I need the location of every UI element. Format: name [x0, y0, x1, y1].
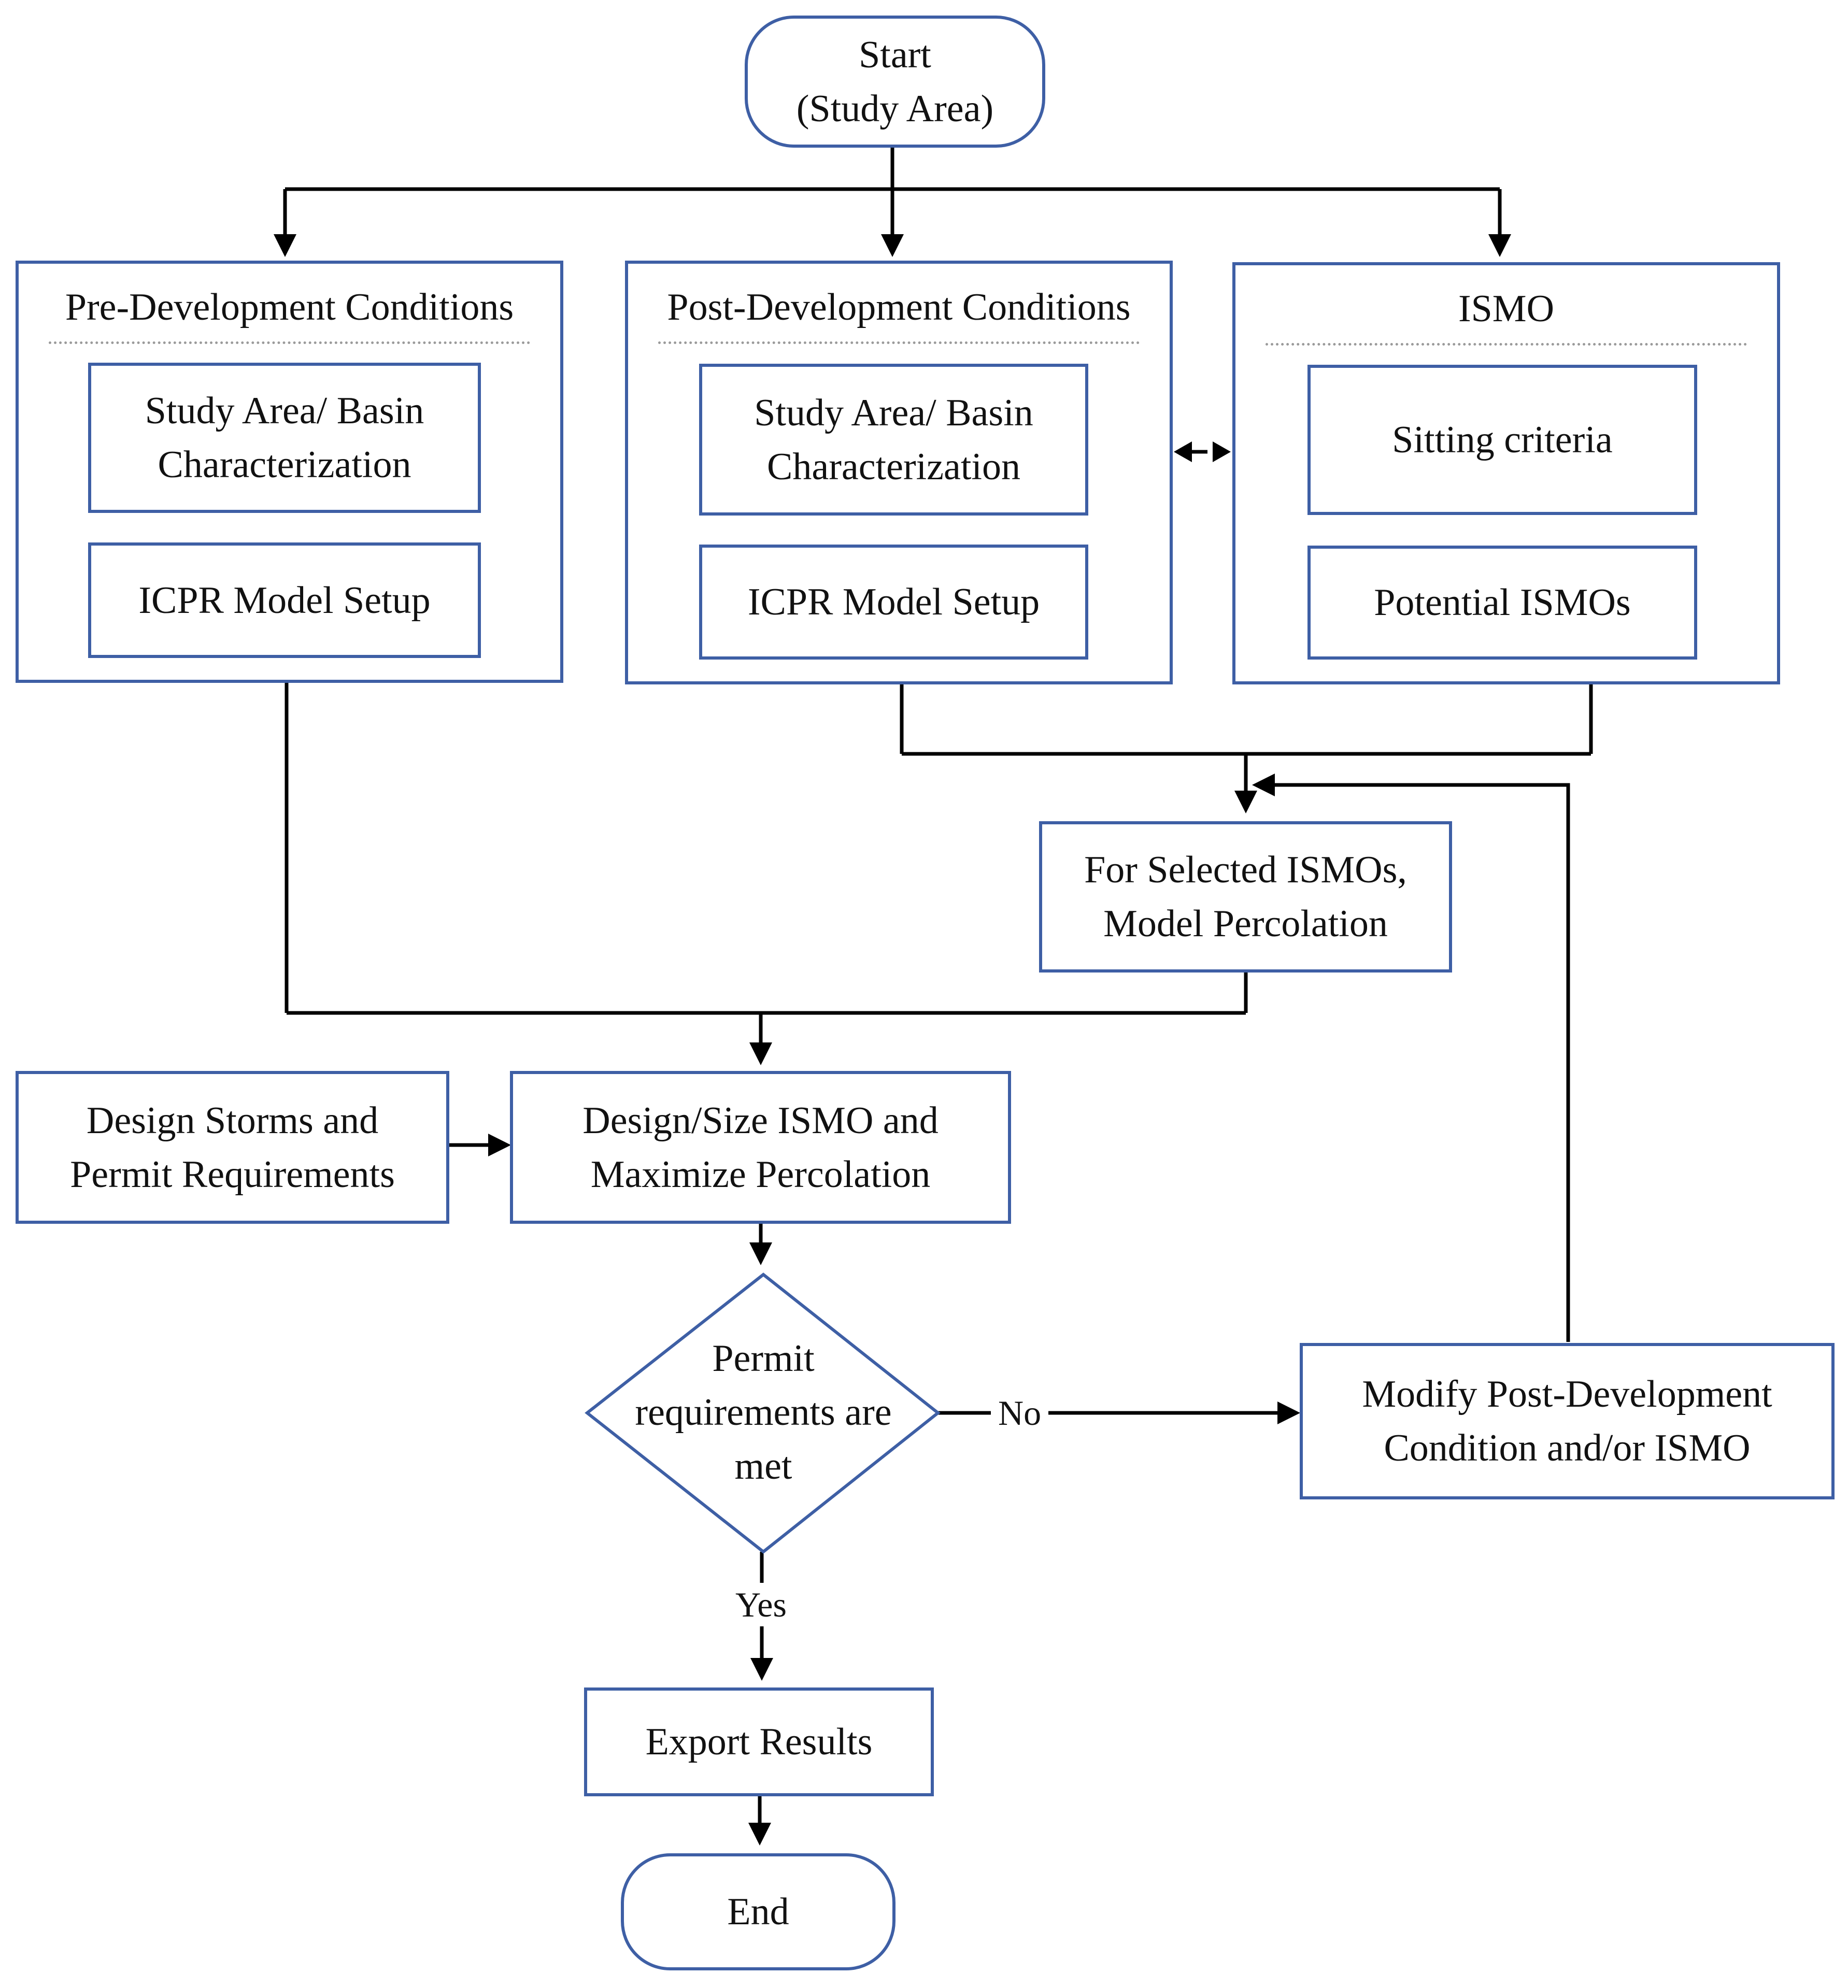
export-results-box: Export Results: [584, 1687, 934, 1796]
storms-line-1: Design Storms and: [86, 1099, 379, 1142]
selected-line-1: For Selected ISMOs,: [1084, 849, 1407, 891]
pre-icpr-label: ICPR Model Setup: [138, 579, 431, 622]
selected-line-2: Model Percolation: [1103, 903, 1388, 945]
start-line-1: Start: [859, 33, 931, 76]
end-node: End: [621, 1853, 895, 1970]
double-arrow-right-head: [1213, 441, 1231, 462]
end-label: End: [727, 1891, 789, 1933]
arrowhead-design-top: [749, 1042, 772, 1065]
decision-diamond: [585, 1272, 941, 1554]
arrowhead-design-left: [488, 1134, 511, 1156]
arrowhead-ismo: [1488, 234, 1511, 257]
decision-text: Permit requirements are met: [608, 1332, 919, 1493]
pre-icpr-box: ICPR Model Setup: [88, 542, 481, 658]
design-size-box: Design/Size ISMO and Maximize Percolatio…: [510, 1071, 1011, 1224]
arrowhead-selected: [1234, 791, 1257, 813]
start-line-2: (Study Area): [796, 87, 994, 130]
post-development-separator: [658, 341, 1140, 344]
no-label: No: [991, 1391, 1049, 1435]
yes-label: Yes: [728, 1583, 794, 1626]
pre-basin-line-1: Study Area/ Basin: [145, 390, 424, 432]
post-basin-line-1: Study Area/ Basin: [754, 391, 1033, 434]
export-label: Export Results: [645, 1721, 873, 1763]
decision-line-3: met: [734, 1445, 792, 1488]
pre-development-separator: [49, 341, 530, 344]
arrowhead-post: [881, 234, 904, 257]
post-basin-line-2: Characterization: [767, 445, 1020, 488]
decision-line-2: requirements are: [635, 1391, 892, 1434]
post-basin-box: Study Area/ Basin Characterization: [699, 364, 1088, 516]
ismo-potential-label: Potential ISMOs: [1374, 581, 1631, 624]
arrowhead-decision: [749, 1242, 772, 1265]
pre-basin-line-2: Characterization: [158, 444, 411, 486]
ismo-sitting-box: Sitting criteria: [1307, 365, 1697, 515]
pre-development-title: Pre-Development Conditions: [65, 286, 514, 328]
arrowhead-feedback: [1252, 774, 1275, 796]
start-node: Start (Study Area): [745, 16, 1045, 148]
pre-basin-box: Study Area/ Basin Characterization: [88, 363, 481, 513]
post-development-title: Post-Development Conditions: [667, 286, 1131, 328]
edge-modify-up: [1264, 783, 1570, 1342]
ismo-separator: [1266, 343, 1747, 346]
modify-line-1: Modify Post-Development: [1362, 1373, 1772, 1415]
arrowhead-end: [748, 1823, 771, 1846]
decision-line-1: Permit: [712, 1337, 815, 1380]
storms-line-2: Permit Requirements: [70, 1153, 395, 1196]
ismo-sitting-label: Sitting criteria: [1392, 419, 1613, 461]
ismo-title: ISMO: [1458, 288, 1555, 330]
ismo-potential-box: Potential ISMOs: [1307, 546, 1697, 660]
selected-ismos-box: For Selected ISMOs, Model Percolation: [1039, 821, 1452, 972]
modify-line-2: Condition and/or ISMO: [1384, 1427, 1751, 1469]
arrowhead-export: [750, 1658, 773, 1681]
arrowhead-modify: [1277, 1401, 1300, 1424]
post-icpr-box: ICPR Model Setup: [699, 545, 1088, 660]
design-line-1: Design/Size ISMO and: [582, 1099, 939, 1142]
design-line-2: Maximize Percolation: [590, 1153, 931, 1196]
double-arrow-left-head: [1174, 441, 1192, 462]
design-storms-box: Design Storms and Permit Requirements: [16, 1071, 449, 1224]
modify-box: Modify Post-Development Condition and/or…: [1300, 1343, 1835, 1499]
post-icpr-label: ICPR Model Setup: [747, 581, 1040, 623]
arrowhead-pre: [274, 234, 296, 257]
